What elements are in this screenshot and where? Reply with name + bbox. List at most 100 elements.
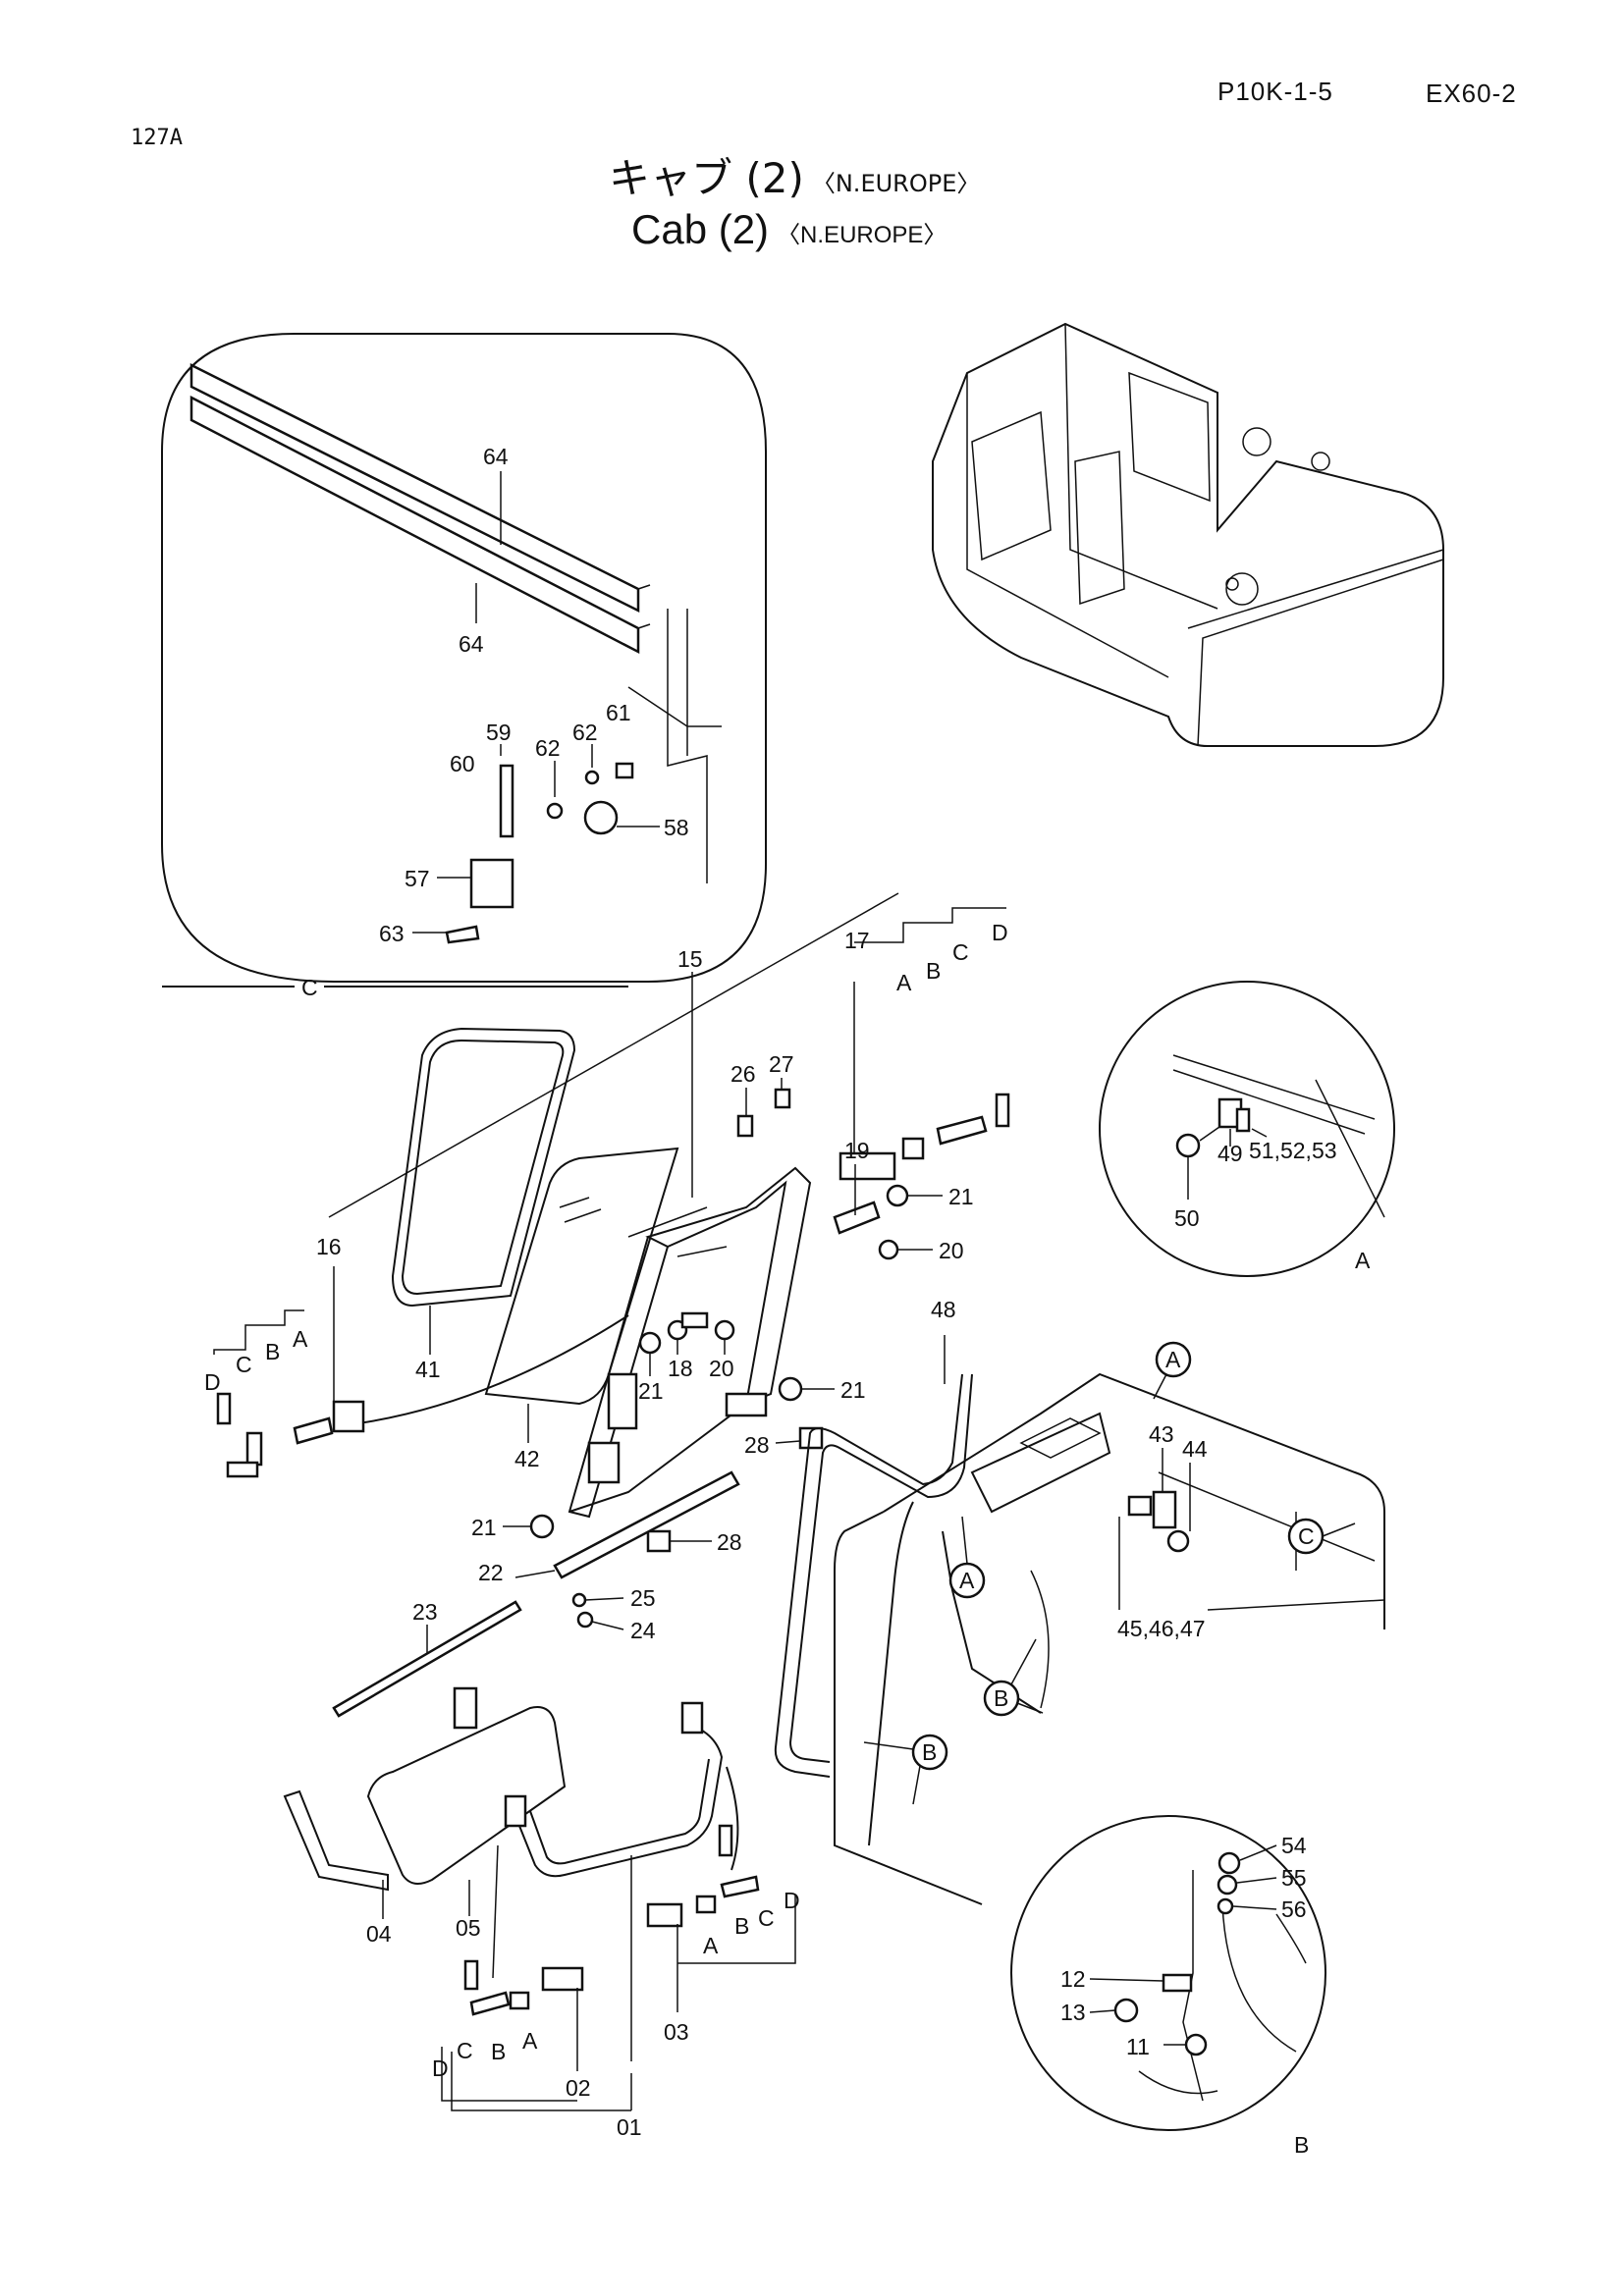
region-label-jp: 〈N.EUROPE〉 [811, 170, 981, 197]
callout-42: 42 [514, 1446, 540, 1471]
callout-21-lower: 21 [471, 1515, 497, 1540]
lock-02 [463, 1959, 584, 2016]
callout-48: 48 [931, 1297, 956, 1322]
region-label-en: 〈N.EUROPE〉 [777, 222, 947, 249]
callout-43: 43 [1149, 1421, 1174, 1447]
callout-64-upper: 64 [483, 444, 509, 469]
callout-16: 16 [316, 1234, 342, 1259]
title-jp-text: キャブ (2) [609, 154, 804, 202]
callout-20-upper: 20 [939, 1238, 964, 1263]
page-code: P10K-1-5 [1217, 77, 1333, 106]
window-seal-41 [391, 1027, 576, 1308]
marker-c: C [1287, 1518, 1356, 1555]
marker-c-label: C [1298, 1523, 1315, 1549]
callout-04: 04 [366, 1921, 392, 1947]
marker-b-lower: B [863, 1734, 948, 1805]
frame-01 [504, 1701, 739, 1878]
callout-26: 26 [730, 1061, 756, 1087]
machine-overview [932, 322, 1444, 747]
callout-25: 25 [630, 1585, 656, 1611]
marker-b-side: B [983, 1638, 1044, 1717]
callout-44: 44 [1182, 1436, 1208, 1462]
detail-c-panel: C 64 64 [161, 333, 767, 1000]
callout-41: 41 [415, 1357, 441, 1382]
callout-a-upper: A [896, 970, 912, 995]
callout-05: 05 [456, 1915, 481, 1941]
marker-a-top: A [1153, 1341, 1192, 1400]
callout-50: 50 [1174, 1205, 1200, 1231]
callout-01: 01 [617, 2114, 642, 2140]
callout-49: 49 [1217, 1141, 1243, 1166]
callout-63: 63 [379, 921, 405, 946]
callout-61: 61 [606, 700, 631, 725]
callout-22: 22 [478, 1560, 504, 1585]
model-code: EX60-2 [1426, 79, 1517, 108]
hinge-assembly [445, 762, 634, 944]
lock-17 [839, 1093, 1010, 1181]
callout-57: 57 [405, 866, 430, 891]
callout-15: 15 [677, 946, 703, 972]
marker-b-side-label: B [994, 1685, 1008, 1711]
callout-28-upper: 28 [744, 1432, 770, 1458]
glass-42 [484, 1147, 679, 1406]
callout-02: 02 [566, 2075, 591, 2101]
title-en-text: Cab (2) [631, 206, 770, 252]
callout-23: 23 [412, 1599, 438, 1625]
detail-c-label: C [301, 975, 318, 1000]
marker-b-lower-label: B [922, 1739, 937, 1765]
callout-18: 18 [668, 1356, 693, 1381]
callout-21-upper: 21 [948, 1184, 974, 1209]
detail-a-circle: 49 51,52,53 50 A [1099, 981, 1395, 1277]
callout-a-03: A [703, 1933, 719, 1958]
callout-12: 12 [1060, 1966, 1086, 1992]
callout-58: 58 [664, 815, 689, 840]
callout-11: 11 [1126, 2034, 1150, 2059]
callout-21-mid: 21 [638, 1378, 664, 1404]
callout-b-left: B [265, 1339, 280, 1364]
marker-a-top-label: A [1165, 1347, 1181, 1372]
callout-a-left: A [293, 1326, 308, 1352]
lock-03 [646, 1824, 760, 1928]
callout-c-03: C [758, 1905, 775, 1931]
callout-19: 19 [844, 1138, 870, 1163]
callout-24: 24 [630, 1618, 656, 1643]
callout-b-upper: B [926, 958, 941, 984]
title-japanese: キャブ (2) 〈N.EUROPE〉 [609, 145, 980, 205]
callout-c-upper: C [952, 939, 969, 965]
callout-64-lower: 64 [459, 631, 484, 657]
door-frame-15 [568, 1166, 812, 1519]
weatherstrip-64 [189, 362, 651, 655]
callout-d-02: D [432, 2056, 449, 2081]
callout-56: 56 [1281, 1896, 1307, 1922]
callout-27: 27 [769, 1051, 794, 1077]
callout-13: 13 [1060, 2000, 1086, 2025]
callout-28-lower: 28 [717, 1529, 742, 1555]
callout-51-53: 51,52,53 [1249, 1138, 1337, 1163]
callout-03: 03 [664, 2019, 689, 2045]
detail-a-label: A [1355, 1248, 1371, 1273]
callout-54: 54 [1281, 1833, 1307, 1858]
marker-a-side-label: A [959, 1568, 975, 1593]
sheet-number: 127A [131, 126, 183, 150]
callout-17: 17 [844, 928, 870, 953]
callout-55: 55 [1281, 1865, 1307, 1891]
callout-b-03: B [734, 1913, 749, 1939]
callout-45-47: 45,46,47 [1117, 1616, 1206, 1641]
detail-b-circle: 54 55 56 12 13 11 B [1010, 1815, 1326, 2158]
callout-20-mid: 20 [709, 1356, 734, 1381]
title-english: Cab (2) 〈N.EUROPE〉 [631, 206, 947, 253]
callout-62-left: 62 [535, 735, 561, 761]
callout-59: 59 [486, 720, 512, 745]
cab-body [834, 1372, 1385, 1905]
callout-c-left: C [236, 1352, 252, 1377]
lock-16 [216, 1392, 365, 1478]
callout-60: 60 [450, 751, 475, 776]
callout-b-02: B [491, 2039, 506, 2064]
marker-a-side: A [948, 1516, 986, 1599]
glass-05 [366, 1686, 567, 1885]
callout-d-upper: D [992, 920, 1008, 945]
callout-d-left: D [204, 1369, 221, 1395]
detail-b-label: B [1294, 2132, 1309, 2158]
